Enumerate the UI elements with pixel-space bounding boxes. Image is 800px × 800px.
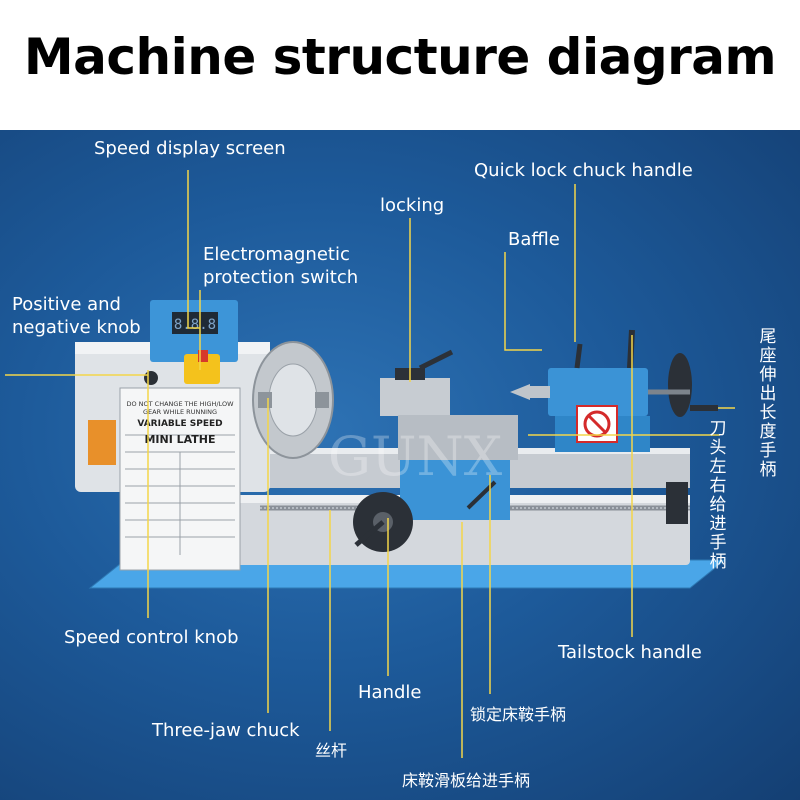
lathe-bed [150, 495, 690, 565]
label-speed-display-screen: Speed display screen [94, 138, 286, 159]
label-handle: Handle [358, 682, 422, 703]
header: Machine structure diagram [0, 0, 800, 130]
electromagnetic-switch [184, 354, 220, 384]
watermark: GUNX [328, 425, 503, 488]
label-tool-holder-feed-handle: 刀头左右给进手柄 [709, 419, 727, 572]
label-electromagnetic-line-1: Electromagnetic [203, 244, 350, 265]
tool-post [380, 378, 450, 416]
label-tailstock-handle: Tailstock handle [558, 642, 702, 663]
label-quick-lock-chuck-handle: Quick lock chuck handle [474, 160, 693, 181]
label-tailstock-extension-handle: 尾座伸出长度手柄 [759, 327, 777, 480]
label-locking: locking [380, 195, 445, 216]
cross-slide [398, 415, 518, 460]
speed-display [172, 312, 218, 334]
label-positive-negative-line-2: negative knob [12, 317, 141, 338]
label-speed-control-knob: Speed control knob [64, 627, 239, 648]
tailstock-center [510, 384, 530, 400]
plate-name-line-2: MINI LATHE [144, 433, 215, 446]
diagram-panel: DO NOT CHANGE THE HIGH/LOW GEAR WHILE RU… [0, 130, 800, 800]
positive-negative-knob-shape [144, 371, 158, 385]
tailstock-body [548, 368, 648, 416]
svg-text:8.8.8: 8.8.8 [174, 317, 216, 333]
label-lock-carriage-handle: 锁定床鞍手柄 [470, 705, 567, 724]
plate-warning-line-2: GEAR WHILE RUNNING [143, 408, 217, 416]
label-three-jaw-chuck: Three-jaw chuck [152, 720, 300, 741]
leader-lines [5, 170, 735, 758]
label-positive-negative-line-1: Positive and [12, 294, 121, 315]
label-lead-screw: 丝杆 [315, 741, 348, 760]
label-carriage-slide-feed-handle: 床鞍滑板给进手柄 [402, 771, 531, 790]
carriage-apron [400, 460, 510, 520]
leader-baffle [504, 252, 542, 351]
tailstock-handwheel [668, 353, 692, 417]
lathe-illustration: DO NOT CHANGE THE HIGH/LOW GEAR WHILE RU… [5, 170, 735, 758]
plate-warning-line-1: DO NOT CHANGE THE HIGH/LOW [126, 400, 234, 408]
label-baffle: Baffle [508, 229, 560, 250]
plate-name-line-1: VARIABLE SPEED [137, 419, 222, 429]
diagram-title: Machine structure diagram [23, 28, 777, 86]
leader-speed-display [187, 170, 200, 329]
label-electromagnetic-line-2: protection switch [203, 267, 359, 288]
